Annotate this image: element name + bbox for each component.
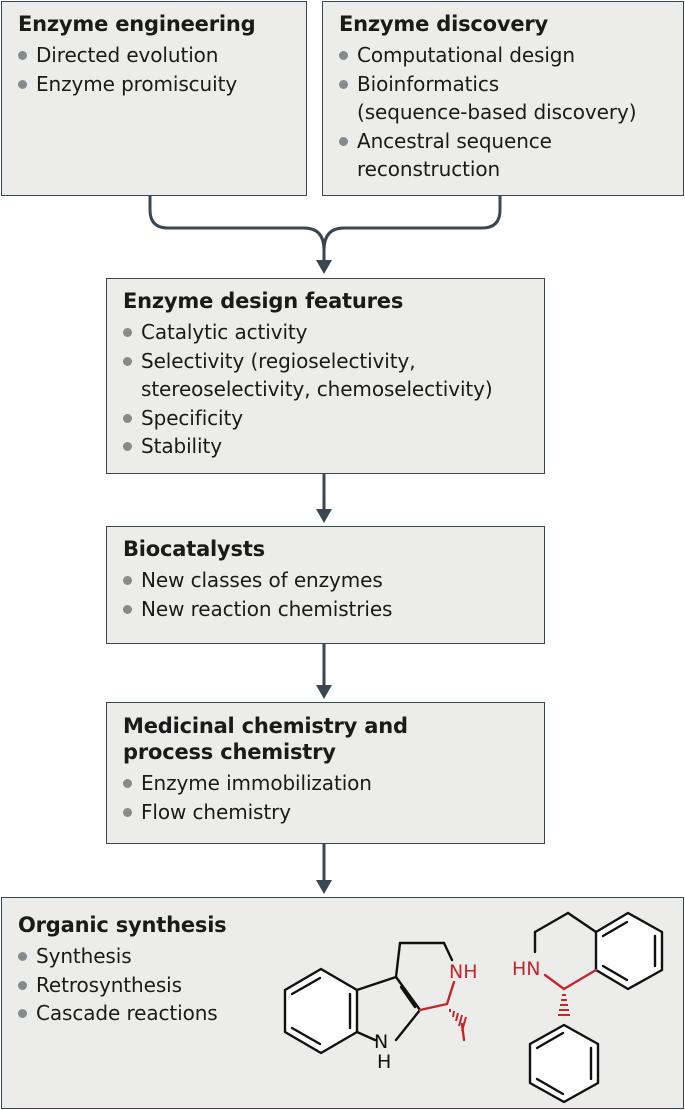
arrow-head-icon	[316, 880, 332, 894]
box-title: Organic synthesis	[18, 913, 227, 937]
bullet-icon	[18, 952, 27, 961]
bullet-icon	[18, 79, 27, 89]
bullet-icon	[123, 779, 132, 788]
bullet-icon	[339, 79, 348, 89]
list-item: Synthesis	[18, 942, 667, 971]
list-item: Flow chemistry	[123, 798, 528, 827]
arrow-head-icon	[316, 509, 332, 523]
list-item: Specificity	[123, 404, 528, 433]
list-item: Catalytic activity	[123, 318, 528, 347]
list-item: New reaction chemistries	[123, 595, 528, 624]
bullet-icon	[339, 51, 348, 60]
bullet-icon	[123, 807, 132, 817]
box-title: Enzyme engineering	[18, 12, 256, 36]
medicinal-chemistry-box: Medicinal chemistry and process chemistr…	[106, 702, 545, 844]
bullet-icon	[123, 576, 132, 585]
bullet-list: Computational design Bioinformatics (seq…	[339, 41, 667, 184]
bullet-icon	[123, 442, 132, 451]
list-item: Selectivity (regioselectivity, stereosel…	[123, 347, 528, 404]
merge-connector	[148, 196, 502, 251]
box-title: Medicinal chemistry and process chemistr…	[123, 714, 408, 764]
bullet-icon	[18, 980, 27, 990]
box-title: Biocatalysts	[123, 537, 265, 561]
arrow-head-icon	[316, 260, 332, 274]
list-item: Retrosynthesis	[18, 971, 667, 1000]
box-title: Enzyme discovery	[339, 12, 549, 36]
list-item: Enzyme promiscuity	[18, 70, 290, 99]
biocatalysts-box: Biocatalysts New classes of enzymes New …	[106, 526, 545, 644]
bullet-icon	[18, 51, 27, 60]
list-item: Computational design	[339, 41, 667, 70]
list-item: Ancestral sequence reconstruction	[339, 127, 667, 184]
bullet-icon	[339, 136, 348, 146]
bullet-list: Directed evolution Enzyme promiscuity	[18, 41, 290, 98]
bullet-icon	[123, 413, 132, 423]
bullet-list: Synthesis Retrosynthesis Cascade reactio…	[18, 942, 667, 1028]
list-item: Cascade reactions	[18, 999, 667, 1028]
enzyme-engineering-box: Enzyme engineering Directed evolution En…	[1, 1, 307, 196]
enzyme-discovery-box: Enzyme discovery Computational design Bi…	[322, 1, 684, 196]
bullet-icon	[18, 1009, 27, 1018]
list-item: Enzyme immobilization	[123, 769, 528, 798]
bullet-icon	[123, 328, 132, 337]
bullet-icon	[123, 356, 132, 366]
box-title: Enzyme design features	[123, 289, 404, 313]
bullet-list: Catalytic activity Selectivity (regiosel…	[123, 318, 528, 461]
organic-synthesis-box: Organic synthesis Synthesis Retrosynthes…	[1, 897, 684, 1109]
design-features-box: Enzyme design features Catalytic activit…	[106, 278, 545, 474]
list-item: New classes of enzymes	[123, 566, 528, 595]
bullet-icon	[123, 604, 132, 614]
bullet-list: Enzyme immobilization Flow chemistry	[123, 769, 528, 826]
list-item: Directed evolution	[18, 41, 290, 70]
list-item: Bioinformatics (sequence-based discovery…	[339, 70, 667, 127]
arrow-head-icon	[316, 685, 332, 699]
bullet-list: New classes of enzymes New reaction chem…	[123, 566, 528, 623]
list-item: Stability	[123, 432, 528, 461]
